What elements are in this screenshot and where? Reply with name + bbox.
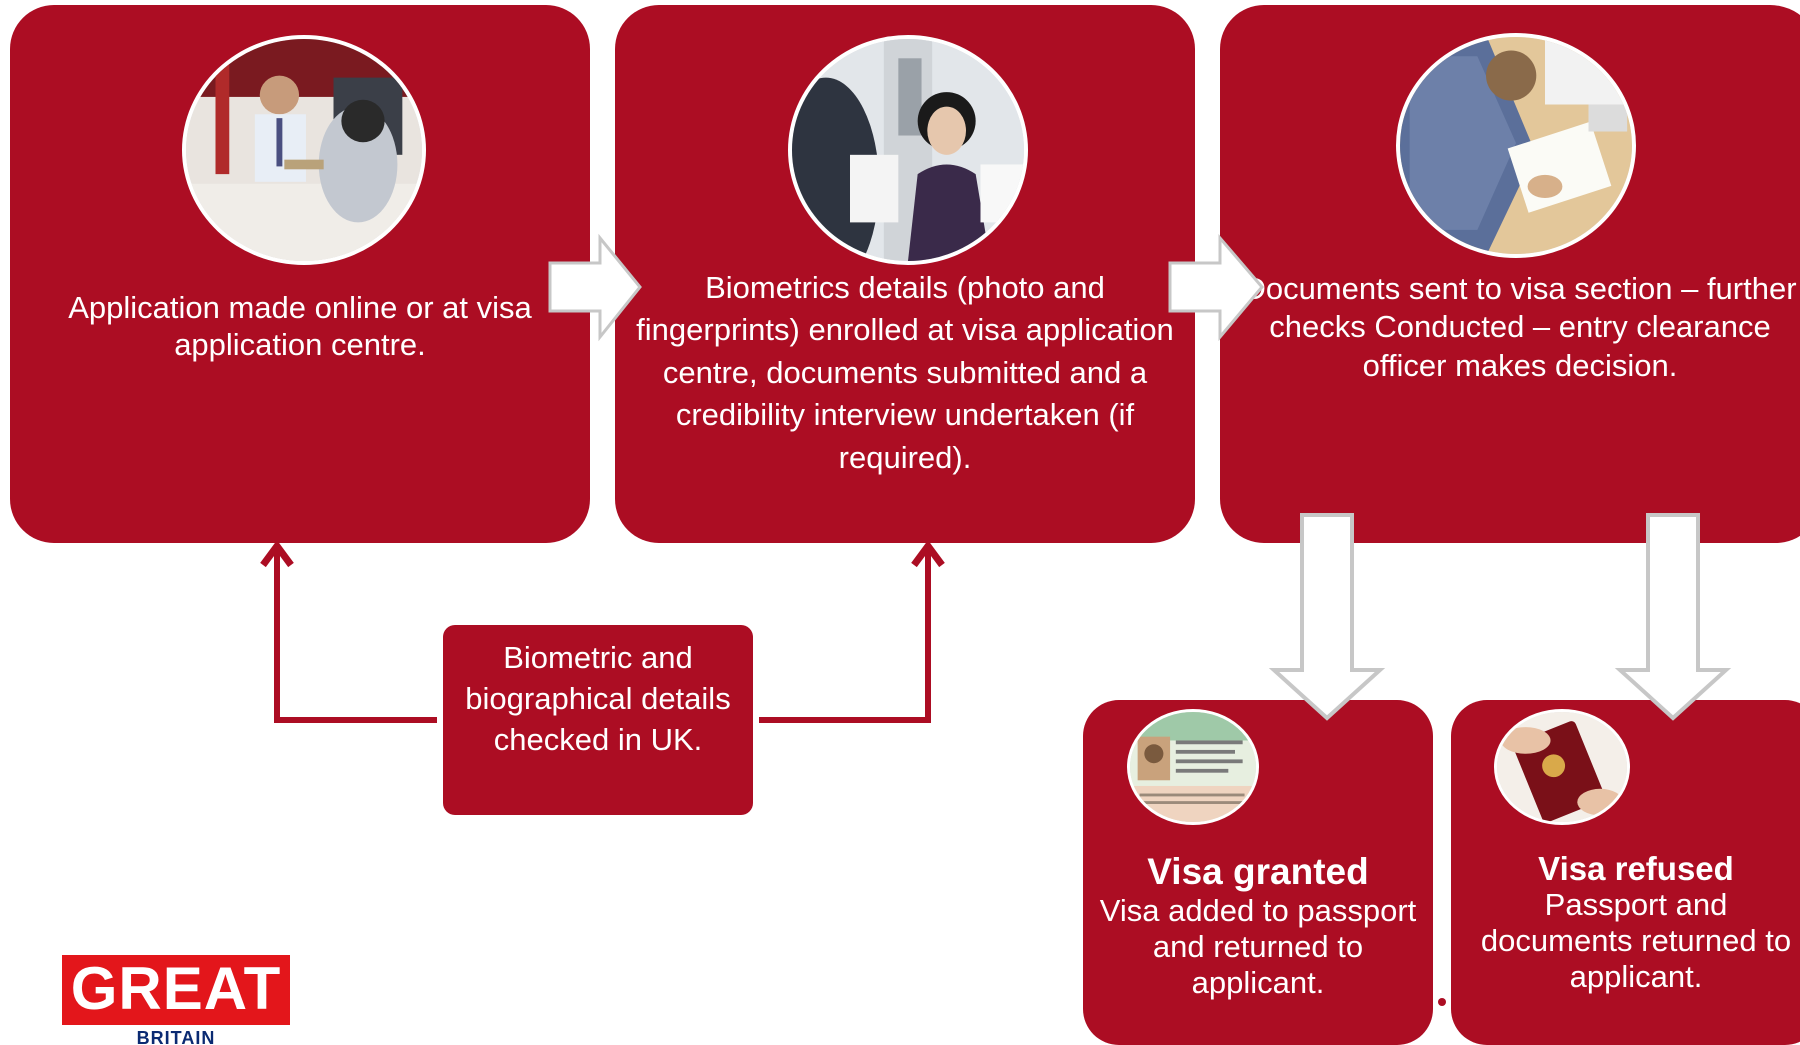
great-britain-logo: GREAT BRITAIN (62, 955, 290, 1044)
biometrics-enrolment-photo-icon (788, 35, 1028, 265)
connector-to-biometrics (759, 545, 931, 723)
connector-to-application (274, 545, 437, 723)
step-application-text: Application made online or at visa appli… (68, 290, 532, 363)
visa-granted-box: Visa granted Visa added to passport and … (1083, 700, 1433, 1045)
officer-reviewing-photo-icon (1396, 33, 1636, 258)
visa-granted-body: Visa added to passport and returned to a… (1099, 892, 1417, 1000)
logo-great-text: GREAT (62, 955, 290, 1025)
logo-britain-text: BRITAIN (136, 1028, 216, 1044)
visa-refused-text: Visa refused Passport and documents retu… (1451, 850, 1800, 995)
visa-granted-title: Visa granted (1147, 851, 1369, 892)
connector-arrowhead-biometrics (911, 540, 945, 568)
uk-check-box: Biometric and biographical details check… (443, 625, 753, 815)
step-biometrics-text: Biometrics details (photo and fingerprin… (636, 270, 1174, 475)
passport-photo-icon (1494, 709, 1630, 825)
visa-refused-box: Visa refused Passport and documents retu… (1451, 700, 1800, 1045)
uk-check-text: Biometric and biographical details check… (465, 640, 731, 758)
step-decision-text: Documents sent to visa section – further… (1243, 271, 1797, 383)
visa-counter-photo-icon (182, 35, 426, 265)
step-decision-box: Documents sent to visa section – further… (1220, 5, 1800, 543)
visa-refused-title: Visa refused (1538, 850, 1734, 887)
step-application-box: Application made online or at visa appli… (10, 5, 590, 543)
connector-arrowhead-application (260, 540, 294, 568)
visa-vignette-photo-icon (1127, 709, 1259, 825)
visa-refused-body: Passport and documents returned to appli… (1480, 887, 1792, 995)
step-biometrics-box: Biometrics details (photo and fingerprin… (615, 5, 1195, 543)
visa-granted-text: Visa granted Visa added to passport and … (1083, 851, 1433, 1001)
